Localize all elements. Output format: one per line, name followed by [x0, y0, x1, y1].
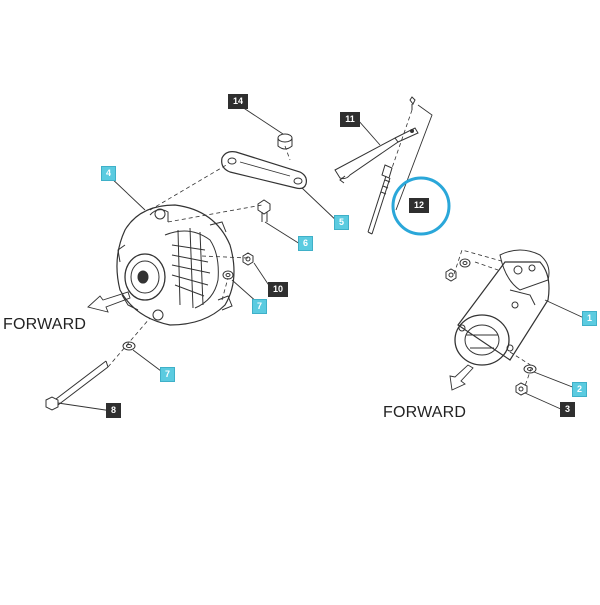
callout-7-top: 7 [252, 299, 267, 314]
washers-7 [122, 270, 234, 351]
callout-1: 1 [582, 311, 597, 326]
forward-arrow-right [449, 364, 474, 391]
pin [409, 96, 416, 110]
highlight-ring [391, 176, 451, 236]
callout-12: 12 [409, 198, 429, 213]
forward-label-right: FORWARD [383, 404, 467, 421]
cap-14 [277, 133, 293, 150]
starter-nuts [445, 258, 537, 396]
leader-lines [57, 102, 585, 412]
alternator [116, 204, 235, 326]
starter-motor [454, 249, 550, 366]
callout-2: 2 [572, 382, 587, 397]
callout-4: 4 [101, 166, 116, 181]
callout-6: 6 [298, 236, 313, 251]
bolt-6 [257, 199, 271, 222]
glow-plug-12 [367, 164, 393, 235]
forward-arrow-left [87, 291, 131, 313]
callout-3: 3 [560, 402, 575, 417]
forward-label-left: FORWARD [3, 316, 87, 333]
callout-8: 8 [106, 403, 121, 418]
callout-14: 14 [228, 94, 248, 109]
mounting-bracket [221, 151, 307, 190]
callout-7-bottom: 7 [160, 367, 175, 382]
nut-10 [242, 252, 254, 266]
callout-11: 11 [340, 112, 360, 127]
callout-5: 5 [334, 215, 349, 230]
bracket-11 [334, 127, 419, 184]
callout-10: 10 [268, 282, 288, 297]
long-bolt-8 [45, 360, 109, 411]
dashed-guides [107, 109, 533, 387]
